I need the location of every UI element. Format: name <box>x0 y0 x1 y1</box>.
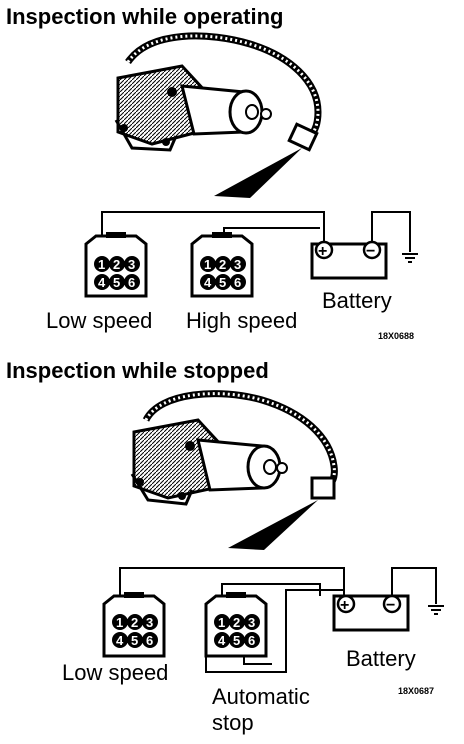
pin-6: 6 <box>248 633 255 648</box>
minus-terminal-icon: − <box>386 597 395 614</box>
pin-1: 1 <box>204 257 211 272</box>
section2-figure-code: 18X0687 <box>398 686 435 696</box>
pin-6: 6 <box>234 275 241 290</box>
pin-2: 2 <box>233 615 240 630</box>
connector-low-speed-1: 1 2 3 4 5 6 <box>84 232 148 298</box>
section1-figure-code: 18X0688 <box>378 331 415 341</box>
pin-6: 6 <box>146 633 153 648</box>
pin-1: 1 <box>116 615 123 630</box>
pin-4: 4 <box>116 633 124 648</box>
pin-6: 6 <box>128 275 135 290</box>
plus-terminal-icon: + <box>340 597 349 614</box>
wiper-motor-illustration-2 <box>130 390 338 550</box>
pin-2: 2 <box>219 257 226 272</box>
minus-terminal-icon: − <box>366 243 375 260</box>
pin-5: 5 <box>113 275 120 290</box>
pin-5: 5 <box>131 633 138 648</box>
pin-4: 4 <box>218 633 226 648</box>
battery-symbol-1: + − <box>310 240 388 280</box>
section1-low-speed-label: Low speed <box>46 308 153 333</box>
section2-automatic-label: Automatic <box>212 684 310 709</box>
pin-1: 1 <box>218 615 225 630</box>
wiper-motor-illustration-1 <box>114 32 322 198</box>
ground-symbol-1 <box>402 253 418 263</box>
pin-3: 3 <box>146 615 153 630</box>
pin-3: 3 <box>128 257 135 272</box>
pin-2: 2 <box>131 615 138 630</box>
section2-heading: Inspection while stopped <box>6 358 269 383</box>
pin-3: 3 <box>248 615 255 630</box>
pin-5: 5 <box>219 275 226 290</box>
section1-heading: Inspection while operating <box>6 4 284 29</box>
pin-1: 1 <box>98 257 105 272</box>
pin-3: 3 <box>234 257 241 272</box>
pin-2: 2 <box>113 257 120 272</box>
connector-low-speed-2: 1 2 3 4 5 6 <box>102 592 166 658</box>
section1-high-speed-label: High speed <box>186 308 298 333</box>
section2-low-speed-label: Low speed <box>62 660 169 685</box>
section1-battery-label: Battery <box>322 288 392 313</box>
ground-symbol-2 <box>428 605 444 615</box>
pin-5: 5 <box>233 633 240 648</box>
pin-4: 4 <box>204 275 212 290</box>
section2-stop-label: stop <box>212 710 254 735</box>
connector-automatic-stop-2: 1 2 3 4 5 6 <box>204 592 268 658</box>
section2-battery-label: Battery <box>346 646 416 671</box>
connector-high-speed-1: 1 2 3 4 5 6 <box>190 232 254 298</box>
pin-4: 4 <box>98 275 106 290</box>
plus-terminal-icon: + <box>318 243 327 260</box>
battery-symbol-2: + − <box>332 594 410 632</box>
